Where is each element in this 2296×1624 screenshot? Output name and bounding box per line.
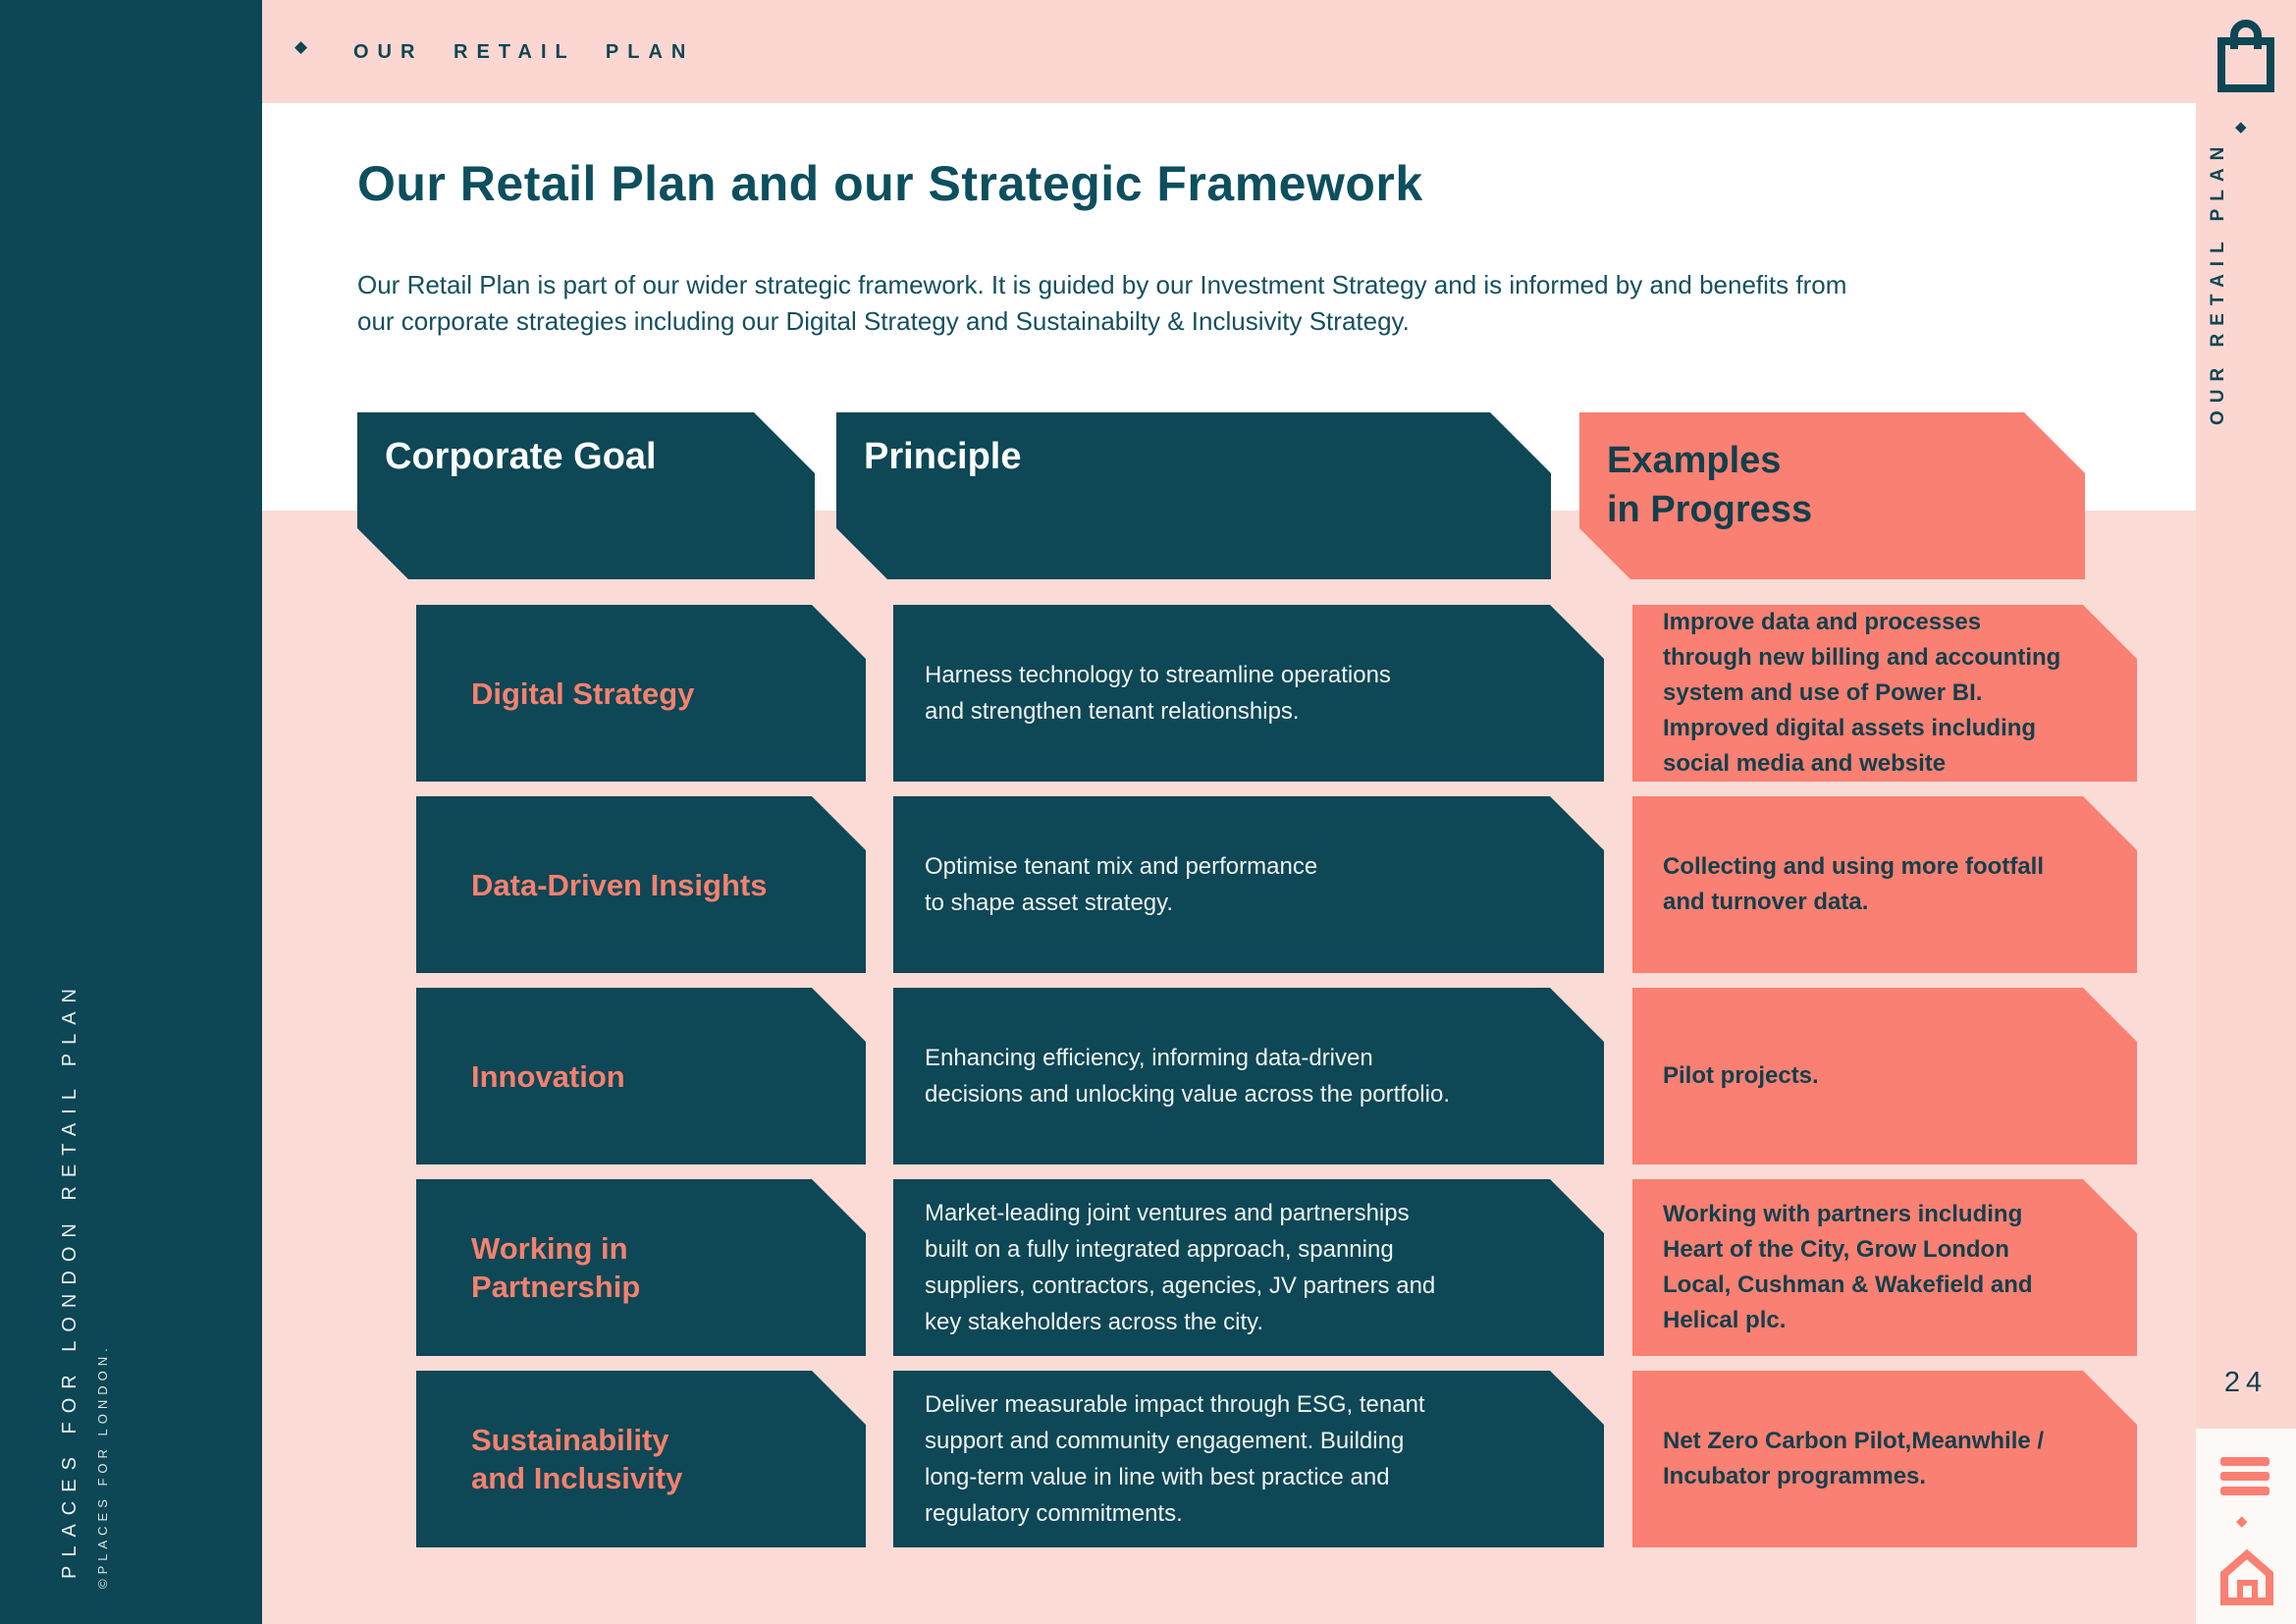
example-text: Pilot projects. [1663,1062,1819,1089]
principle-card: Deliver measurable impact through ESG, t… [893,1371,1604,1547]
menu-bar [2220,1472,2269,1481]
intro-line-2: our corporate strategies including our D… [357,306,1410,336]
goal-card: Data-Driven Insights [416,796,866,973]
principle-text: Market-leading joint ventures and partne… [925,1200,1436,1335]
goal-card: Sustainability and Inclusivity [416,1371,866,1547]
rail-diamond-icon: ◆ [2235,119,2247,135]
principle-card: Enhancing efficiency, informing data-dri… [893,988,1604,1164]
goal-label: Digital Strategy [471,676,695,711]
sidebar-copyright: ©PLACES FOR LONDON. [95,1343,110,1589]
sidebar-vertical-title: PLACES FOR LONDON RETAIL PLAN [59,980,80,1579]
goal-card: Innovation [416,988,866,1164]
top-bar [262,0,2196,103]
principle-card: Market-leading joint ventures and partne… [893,1179,1604,1356]
example-text: Working with partners including Heart of… [1663,1201,2033,1333]
goal-label: Innovation [471,1058,625,1094]
principle-text: Deliver measurable impact through ESG, t… [925,1391,1425,1527]
header-principle: Principle [836,412,1551,579]
header-corporate-goal: Corporate Goal [357,412,815,579]
menu-bar [2220,1457,2269,1466]
goal-card: Digital Strategy [416,605,866,782]
example-text: Improve data and processes through new b… [1663,609,2061,777]
topbar-section-label: OUR RETAIL PLAN [353,41,695,63]
header-examples-in-progress: Examples in Progress [1579,412,2085,579]
nav-diamond-icon: ◆ [2236,1513,2248,1530]
example-card: Improve data and processes through new b… [1632,605,2137,782]
principle-card: Harness technology to streamline operati… [893,605,1604,782]
example-card: Net Zero Carbon Pilot,Meanwhile / Incuba… [1632,1371,2137,1547]
principle-text: Enhancing efficiency, informing data-dri… [925,1045,1450,1108]
principle-text: Harness technology to streamline operati… [925,662,1391,725]
shopping-bag-icon[interactable] [2215,16,2277,101]
example-card: Pilot projects. [1632,988,2137,1164]
rail-vertical-label: OUR RETAIL PLAN [2208,138,2228,425]
example-text: Net Zero Carbon Pilot,Meanwhile / Incuba… [1663,1428,2045,1489]
example-text: Collecting and using more footfall and t… [1663,853,2045,915]
goal-label: Working in Partnership [471,1231,641,1304]
principle-card: Optimise tenant mix and performance to s… [893,796,1604,973]
goal-label: Sustainability and Inclusivity [471,1423,683,1495]
intro-line-1: Our Retail Plan is part of our wider str… [357,270,1847,299]
page-title: Our Retail Plan and our Strategic Framew… [357,156,1423,211]
topbar-diamond-icon: ◆ [294,37,308,56]
right-rail [2196,0,2296,1624]
example-card: Collecting and using more footfall and t… [1632,796,2137,973]
home-icon[interactable] [2216,1547,2277,1613]
left-sidebar [0,0,262,1624]
page-number: 24 [2223,1367,2269,1398]
example-card: Working with partners including Heart of… [1632,1179,2137,1356]
menu-icon[interactable] [2220,1457,2269,1501]
goal-label: Data-Driven Insights [471,867,768,902]
goal-card: Working in Partnership [416,1179,866,1356]
intro-paragraph: Our Retail Plan is part of our wider str… [357,267,1846,340]
menu-bar [2220,1487,2269,1495]
principle-text: Optimise tenant mix and performance to s… [925,853,1318,916]
